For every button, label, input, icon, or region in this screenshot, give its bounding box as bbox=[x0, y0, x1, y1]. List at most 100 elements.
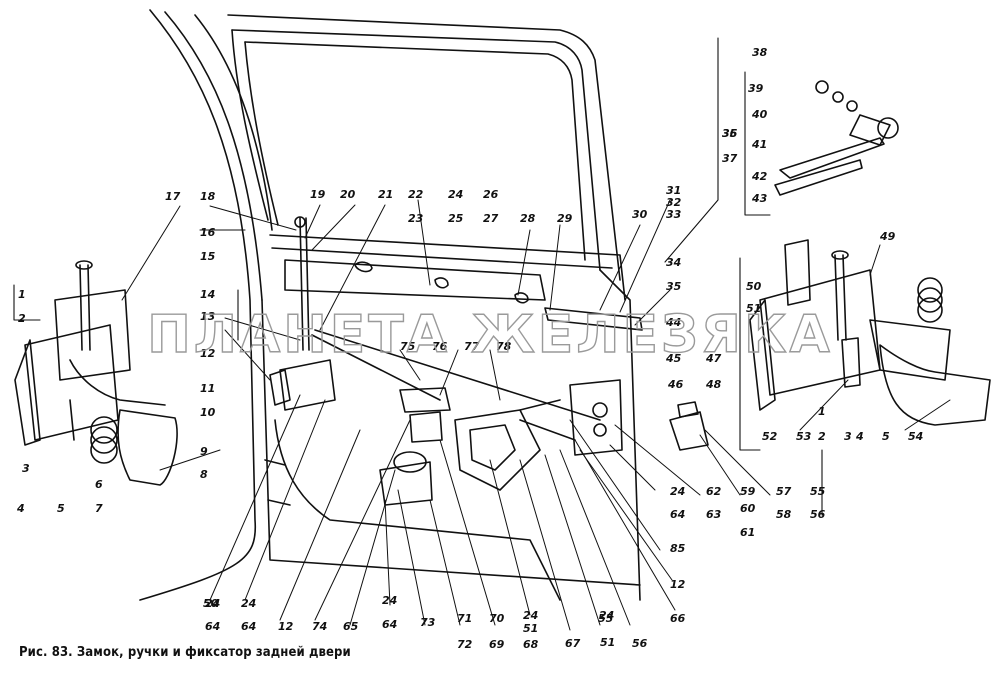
callout-label-28: 28 bbox=[520, 212, 536, 225]
callout-label-40: 40 bbox=[751, 108, 768, 121]
callout-label-41: 41 bbox=[751, 138, 767, 151]
callout-label-35-2: 35 bbox=[722, 127, 738, 140]
callout-label-64-4: 64 bbox=[382, 618, 397, 631]
callout-label-50-2: 50 bbox=[203, 597, 219, 610]
callout-label-1: 1 bbox=[18, 288, 26, 301]
callout-label-31: 31 bbox=[666, 184, 681, 197]
callout-label-17: 17 bbox=[165, 190, 181, 203]
callout-label-23: 23 bbox=[408, 212, 424, 225]
callout-label-3-2: 3 bbox=[844, 430, 852, 443]
right-hinge-drawing bbox=[749, 239, 991, 426]
callout-label-53: 53 bbox=[796, 430, 812, 443]
callout-label-24-7: 24 bbox=[670, 485, 685, 498]
clip-detail-drawing bbox=[669, 401, 709, 451]
callout-label-12: 12 bbox=[200, 347, 216, 360]
callout-label-69: 69 bbox=[489, 638, 505, 651]
callout-label-8: 8 bbox=[200, 468, 208, 481]
callout-label-10: 10 bbox=[200, 406, 216, 419]
callout-label-34: 34 bbox=[666, 256, 681, 269]
callout-label-76: 76 bbox=[432, 340, 448, 353]
callout-label-22: 22 bbox=[408, 188, 424, 201]
callout-label-7: 7 bbox=[95, 502, 103, 515]
callout-label-74: 74 bbox=[312, 620, 327, 633]
callout-label-57: 57 bbox=[776, 485, 792, 498]
callout-label-56: 56 bbox=[810, 508, 826, 521]
callout-label-55: 55 bbox=[810, 485, 826, 498]
callout-label-12-3: 12 bbox=[670, 578, 686, 591]
callout-label-21: 21 bbox=[378, 188, 393, 201]
callout-label-51-3: 51 bbox=[600, 636, 615, 649]
callout-brackets bbox=[13, 37, 823, 516]
callout-label-1-2: 1 bbox=[818, 405, 826, 418]
callout-label-46: 46 bbox=[667, 378, 684, 391]
callout-label-64-2: 64 bbox=[205, 620, 220, 633]
callout-label-51: 51 bbox=[746, 302, 761, 315]
callout-label-19: 19 bbox=[310, 188, 326, 201]
callout-label-68: 68 bbox=[523, 638, 539, 651]
callout-label-24-5: 24 bbox=[523, 609, 538, 622]
callout-label-16: 16 bbox=[200, 226, 216, 239]
callout-label-18: 18 bbox=[200, 190, 216, 203]
callout-label-59: 59 bbox=[740, 485, 756, 498]
callout-label-43: 43 bbox=[751, 192, 768, 205]
callout-label-4: 4 bbox=[16, 502, 25, 515]
callout-label-49: 49 bbox=[879, 230, 896, 243]
callout-label-55-2: 55 bbox=[598, 612, 614, 625]
callout-label-73: 73 bbox=[420, 616, 436, 629]
callout-label-66: 66 bbox=[670, 612, 686, 625]
callout-label-5-2: 5 bbox=[882, 430, 890, 443]
figure-caption: Рис. 83. Замок, ручки и фиксатор задней … bbox=[19, 645, 351, 660]
callout-label-45: 45 bbox=[665, 352, 682, 365]
door-frame-drawing bbox=[139, 9, 641, 601]
callout-label-6: 6 bbox=[95, 478, 103, 491]
callout-label-5: 5 bbox=[57, 502, 65, 515]
callout-label-24: 24 bbox=[448, 188, 463, 201]
callout-label-35: 35 bbox=[666, 280, 682, 293]
callout-label-14: 14 bbox=[200, 288, 215, 301]
callout-label-78: 78 bbox=[496, 340, 512, 353]
callout-label-11: 11 bbox=[200, 382, 215, 395]
callout-label-15: 15 bbox=[200, 250, 216, 263]
latch-mechanism-drawing bbox=[269, 216, 643, 506]
callout-label-2-2: 2 bbox=[818, 430, 826, 443]
callout-label-72: 72 bbox=[457, 638, 473, 651]
leader-lines bbox=[121, 199, 951, 631]
callout-label-75: 75 bbox=[400, 340, 416, 353]
callout-label-3: 3 bbox=[22, 462, 30, 475]
callout-label-29: 29 bbox=[557, 212, 573, 225]
callout-label-30: 30 bbox=[632, 208, 648, 221]
callout-label-71: 71 bbox=[457, 612, 472, 625]
callout-label-24-4: 24 bbox=[382, 594, 397, 607]
callout-label-38: 38 bbox=[752, 46, 768, 59]
callout-label-77: 77 bbox=[464, 340, 480, 353]
callout-label-24-2: 24 bbox=[205, 597, 220, 610]
callout-label-20: 20 bbox=[340, 188, 356, 201]
handle-detail-drawing bbox=[774, 80, 899, 196]
callout-label-37: 37 bbox=[722, 152, 738, 165]
door-hinge-drawing bbox=[14, 260, 178, 486]
callout-label-47: 47 bbox=[705, 352, 722, 365]
callout-label-85: 85 bbox=[670, 542, 686, 555]
callout-label-13: 13 bbox=[200, 310, 216, 323]
callout-label-48: 48 bbox=[705, 378, 722, 391]
callout-label-12-2: 12 bbox=[278, 620, 294, 633]
callout-label-64-3: 64 bbox=[241, 620, 256, 633]
callout-label-44: 44 bbox=[665, 316, 681, 329]
callout-label-62: 62 bbox=[706, 485, 722, 498]
callout-label-27: 27 bbox=[483, 212, 499, 225]
callout-label-32: 32 bbox=[666, 196, 682, 209]
callout-label-54: 54 bbox=[908, 430, 923, 443]
callout-label-50: 50 bbox=[746, 280, 762, 293]
callout-label-33: 33 bbox=[666, 208, 682, 221]
callout-label-64: 64 bbox=[670, 508, 685, 521]
callout-label-51-2: 51 bbox=[523, 622, 538, 635]
callout-label-39: 39 bbox=[748, 82, 764, 95]
callout-label-25: 25 bbox=[448, 212, 464, 225]
callout-label-63: 63 bbox=[706, 508, 722, 521]
callout-label-4-2: 4 bbox=[855, 430, 864, 443]
callout-label-58: 58 bbox=[776, 508, 792, 521]
callout-label-24-3: 24 bbox=[241, 597, 256, 610]
callout-label-52: 52 bbox=[762, 430, 778, 443]
